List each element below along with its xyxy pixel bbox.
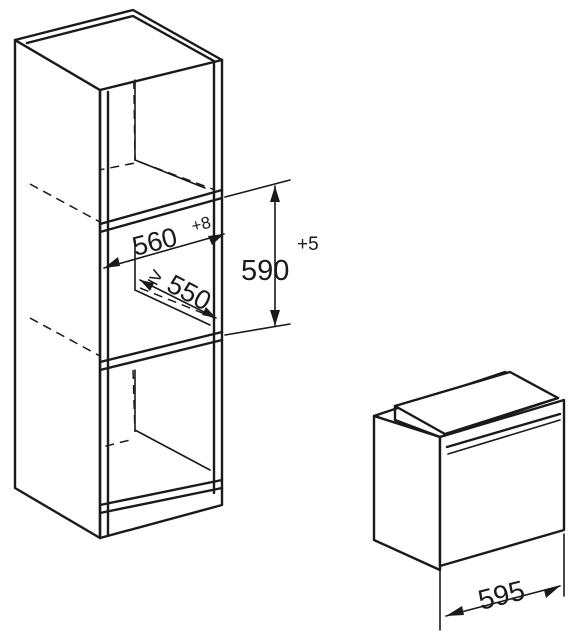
- niche-width-value: 560: [129, 222, 180, 262]
- cabinet-lower-shelf: [98, 330, 224, 372]
- niche-height-tolerance: +5: [297, 234, 319, 255]
- niche-width-dimension: 560 +8: [103, 213, 225, 269]
- cabinet-right-stile: [212, 58, 224, 495]
- oven-width-value: 595: [475, 574, 528, 615]
- oven-appliance: [372, 370, 566, 572]
- cabinet-left-stile: [98, 88, 110, 540]
- oven-housing-side: [372, 414, 442, 572]
- cabinet-bottom-shelf: [98, 478, 224, 515]
- tall-cabinet: [13, 8, 224, 540]
- cabinet-left-panel: [13, 38, 102, 540]
- niche-height-label: 590: [241, 255, 289, 287]
- cabinet-plinth: [98, 488, 224, 540]
- niche-width-tolerance: +8: [189, 213, 212, 236]
- oven-control-panel: [393, 370, 560, 436]
- oven-front-door: [438, 398, 566, 568]
- niche-depth-symbol: ≥: [145, 262, 167, 290]
- niche-height-dimension: 590 590 +5: [224, 179, 319, 336]
- cabinet-upper-shelf: [98, 188, 224, 234]
